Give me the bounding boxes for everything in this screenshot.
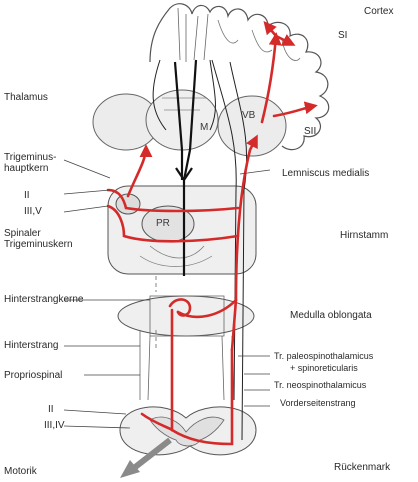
- thalamus-divide: [162, 97, 206, 111]
- label-m: M: [200, 122, 209, 133]
- gray-matter: [149, 416, 225, 447]
- label-motorik: Motorik: [4, 466, 37, 477]
- label-propriospinal: Propriospinal: [4, 370, 63, 381]
- label-sii: SII: [304, 126, 317, 137]
- label-hirnstamm: Hirnstamm: [340, 230, 389, 241]
- label-tr-neospinothalamicus: Tr. neospinothalamicus: [274, 380, 367, 390]
- label-si: SI: [338, 30, 348, 41]
- cortex-midline: [177, 7, 209, 62]
- label-lemniscus-medialis: Lemniscus medialis: [282, 168, 370, 179]
- medulla-column: [149, 295, 225, 337]
- label-vb: VB: [242, 110, 256, 121]
- label-hinterstrang: Hinterstrang: [4, 340, 59, 351]
- cortex-outline: [149, 3, 330, 151]
- label-rueckenmark: Rückenmark: [334, 462, 391, 473]
- label-tr-paleospinothalamicus: Tr. paleospinothalamicus: [274, 351, 374, 361]
- label-iii-iv: III,IV: [44, 420, 65, 431]
- label-ii-lower: II: [48, 404, 54, 415]
- label-hinterstrangkerne: Hinterstrangkerne: [4, 294, 84, 305]
- label-ii-upper: II: [24, 190, 30, 201]
- label-medulla-oblongata: Medulla oblongata: [290, 310, 372, 321]
- label-thalamus: Thalamus: [4, 92, 48, 103]
- brainstem-fibers: [139, 245, 213, 267]
- label-cortex: Cortex: [364, 6, 394, 17]
- label-pr: PR: [156, 218, 170, 229]
- label-vorderseitenstrang: Vorderseitenstrang: [280, 398, 356, 408]
- thin-black-lines: [152, 59, 248, 441]
- gray-arrowhead: [120, 460, 140, 478]
- thalamus-vb: [217, 95, 287, 157]
- black-descending-tract: [173, 59, 198, 276]
- leader-lines: [63, 159, 271, 429]
- red-pathways: [106, 21, 318, 446]
- label-spinoreticularis: + spinoreticularis: [290, 363, 358, 373]
- label-iii-v: III,V: [24, 206, 42, 217]
- gray-arrow-icon: [132, 437, 172, 471]
- label-trigeminus-hauptkern: Trigeminus- hauptkern: [4, 152, 57, 174]
- spinal-column-left: [139, 330, 151, 401]
- label-spinaler-trigeminuskern: Spinaler Trigeminuskern: [4, 228, 73, 250]
